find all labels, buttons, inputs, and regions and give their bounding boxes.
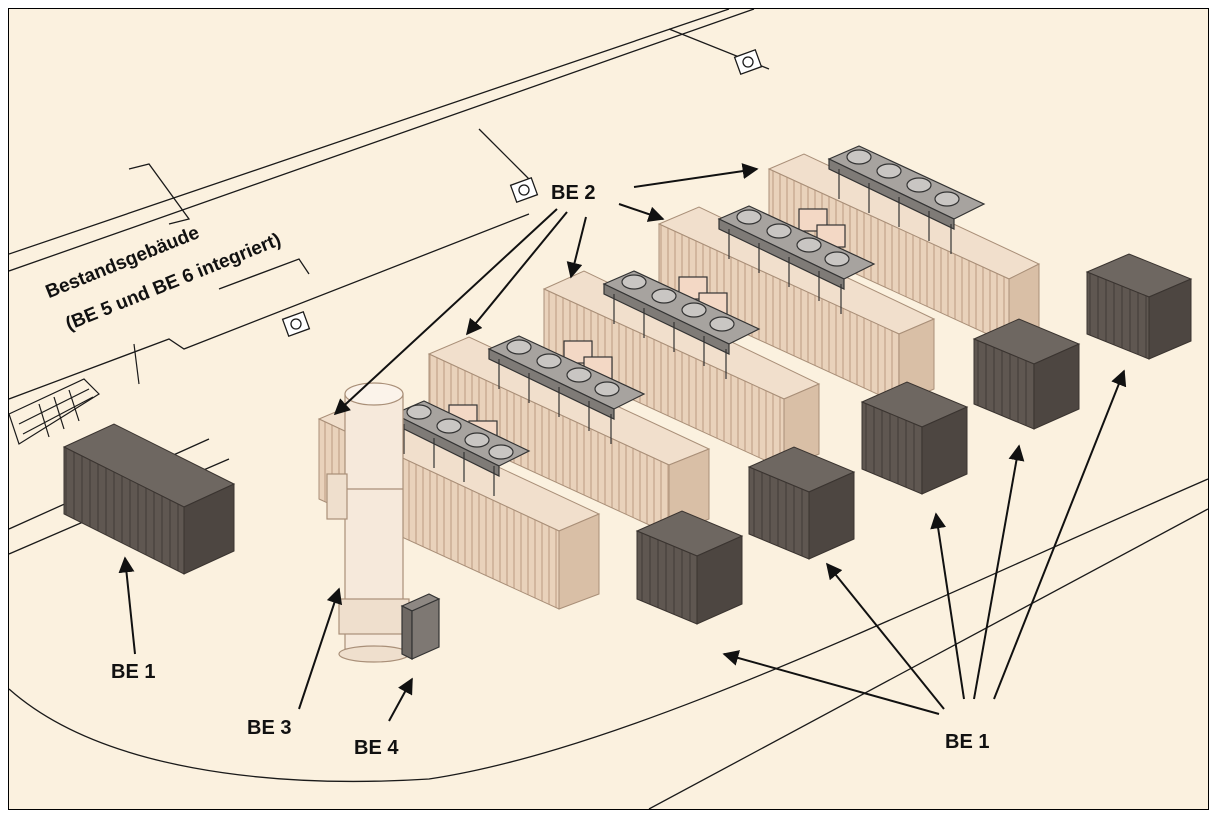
be1-container-1 bbox=[1087, 254, 1191, 359]
arrow-be4 bbox=[389, 679, 412, 721]
be1-container-left bbox=[64, 424, 234, 574]
box-be4 bbox=[402, 594, 439, 659]
label-be1-right: BE 1 bbox=[945, 731, 989, 754]
be1-container-2 bbox=[974, 319, 1079, 429]
be1-container-5 bbox=[637, 511, 742, 624]
label-be4: BE 4 bbox=[354, 737, 398, 760]
be1-container-3 bbox=[862, 382, 967, 494]
arrow-be3 bbox=[299, 589, 339, 709]
arrow-be1-r3 bbox=[936, 514, 964, 699]
label-be1-left: BE 1 bbox=[111, 661, 155, 684]
arrow-be2-1 bbox=[634, 169, 757, 187]
label-be3: BE 3 bbox=[247, 717, 291, 740]
arrow-be1-left bbox=[125, 558, 135, 654]
arrow-be1-r4 bbox=[974, 446, 1019, 699]
arrow-be2-2 bbox=[619, 204, 663, 219]
site-layout-drawing bbox=[9, 9, 1208, 809]
diagram-frame: Bestandsgebäude (BE 5 und BE 6 integrier… bbox=[8, 8, 1209, 810]
label-be2: BE 2 bbox=[551, 182, 595, 205]
arrow-be2-3 bbox=[571, 217, 586, 277]
be1-container-4 bbox=[749, 447, 854, 559]
